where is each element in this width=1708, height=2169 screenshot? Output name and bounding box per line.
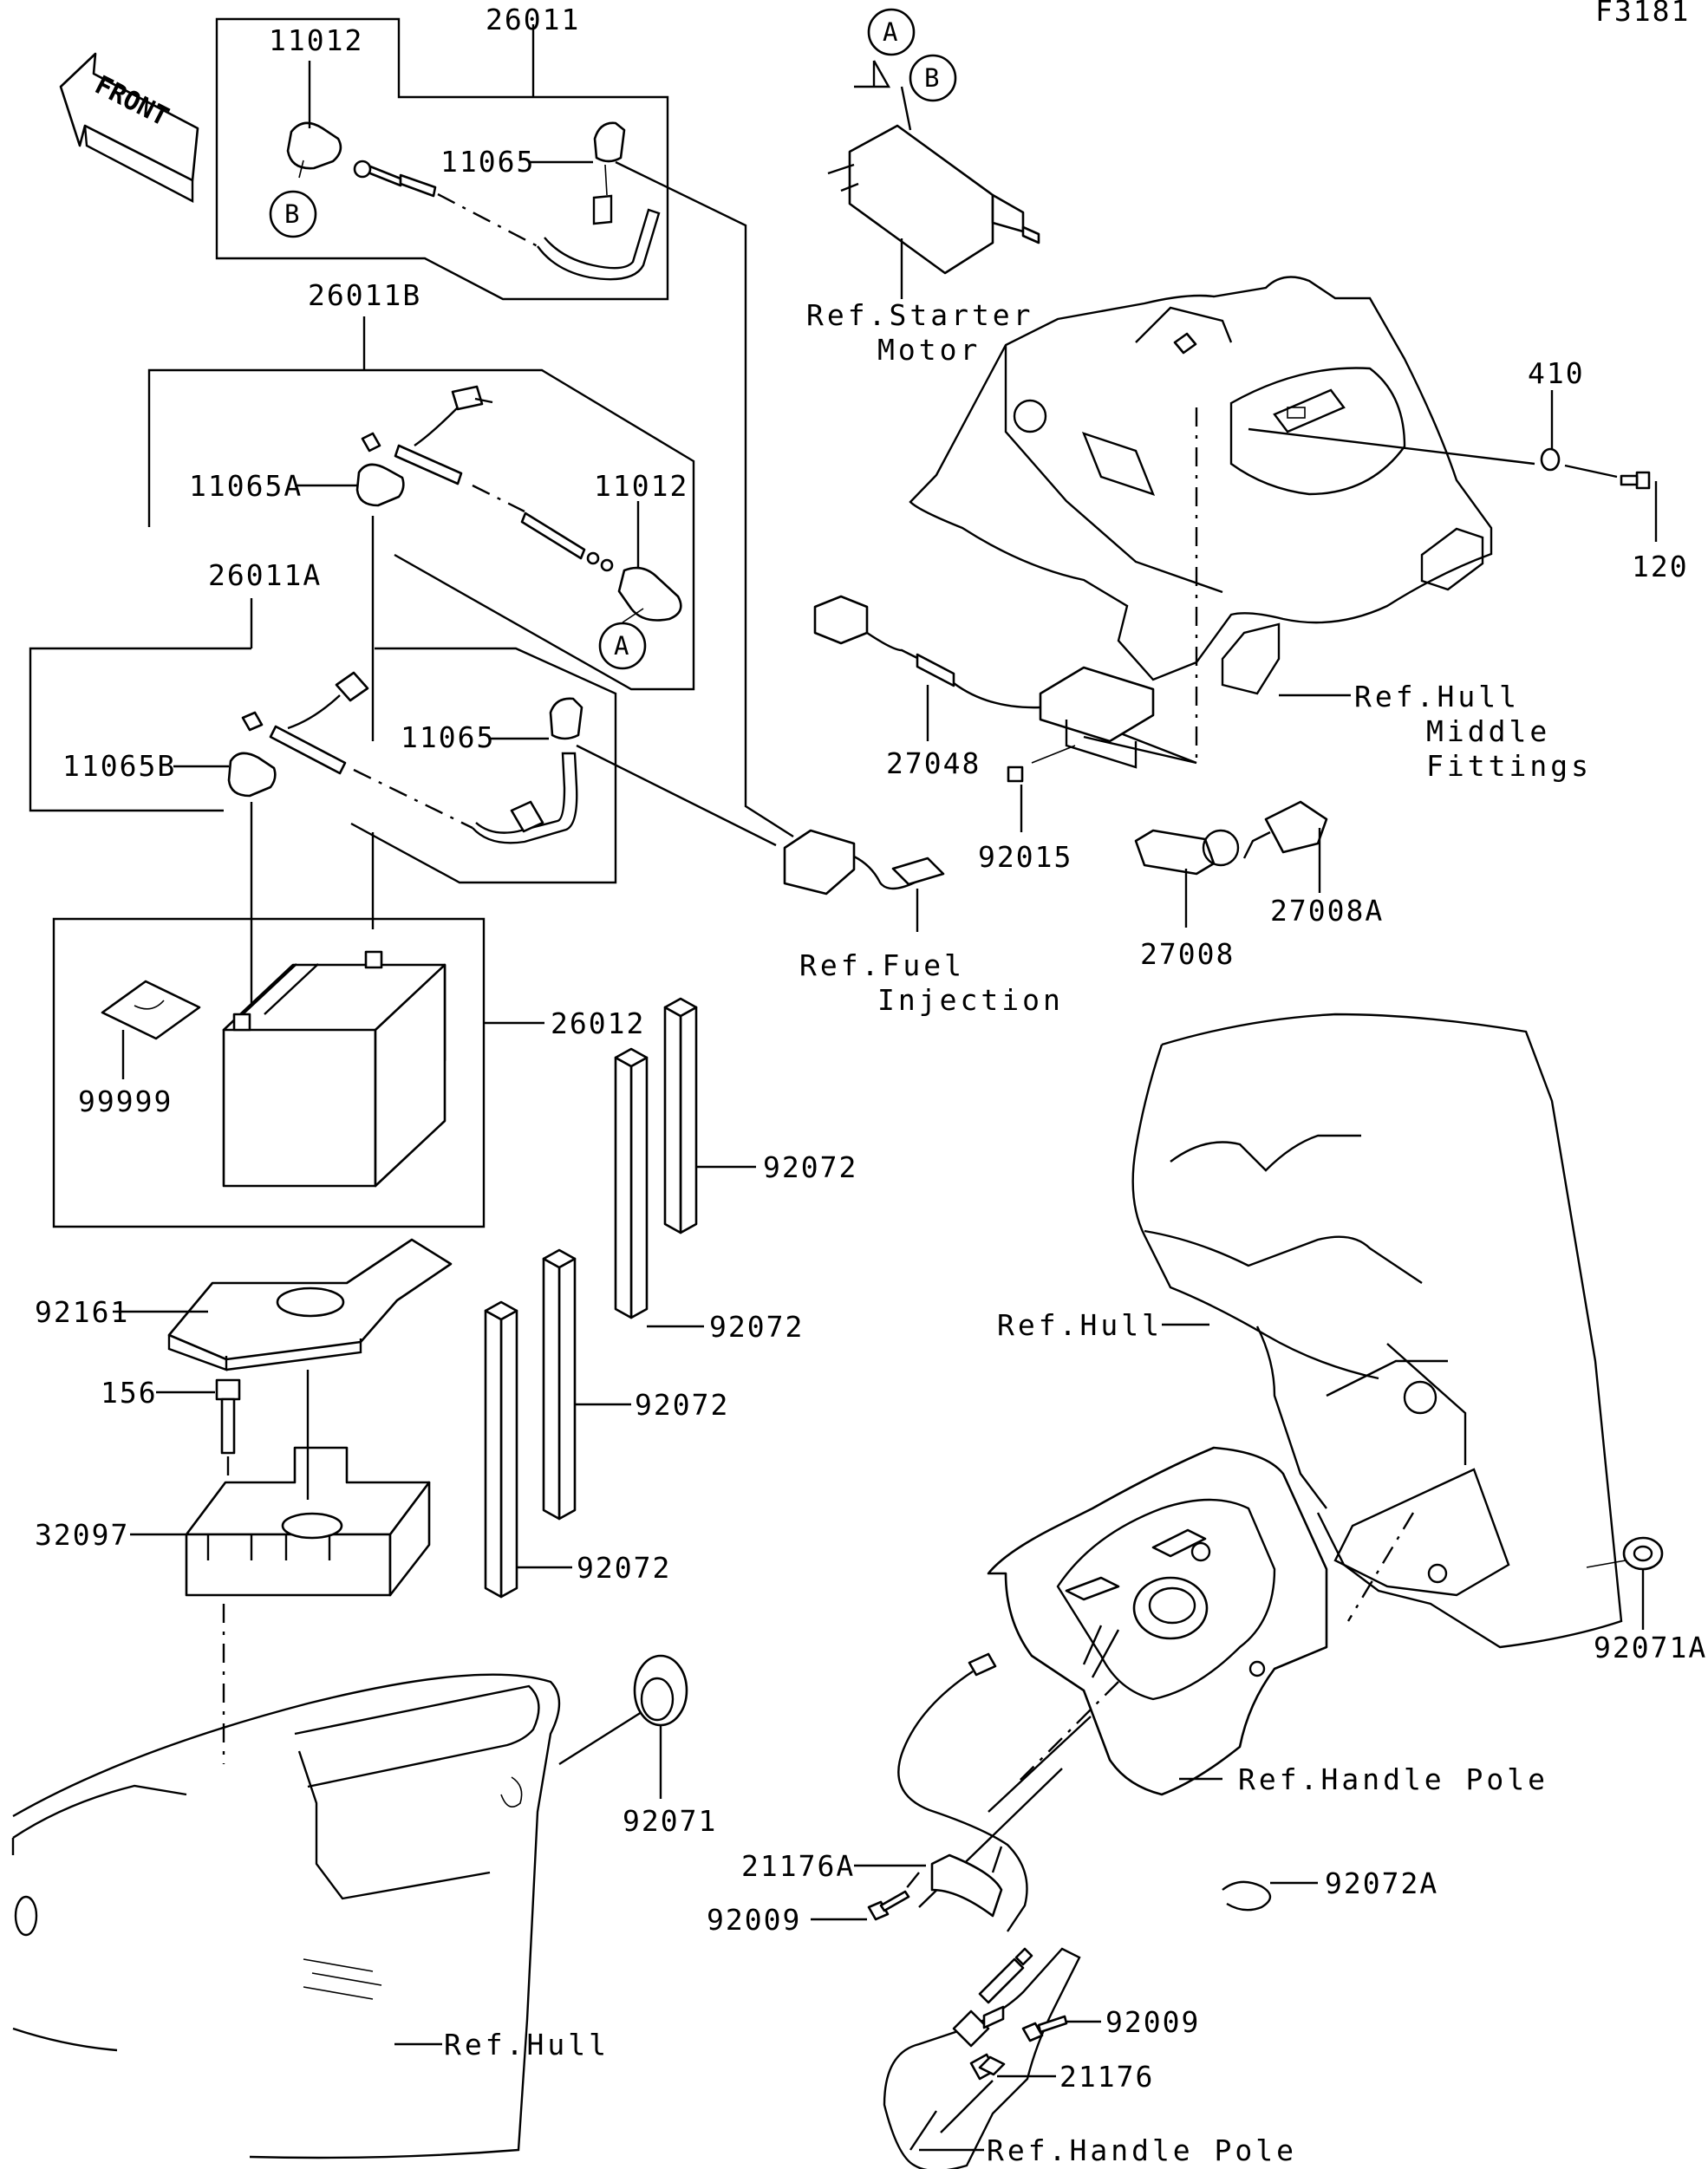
hull-right	[1131, 1013, 1623, 1649]
ref-hull-bottom: Ref.Hull	[444, 2028, 610, 2062]
bolt-156	[156, 1378, 241, 1508]
label-11065a: 11065A	[189, 469, 303, 503]
grommet-92071	[558, 1654, 688, 1799]
screw-92009-a	[811, 1890, 910, 1921]
label-27048: 27048	[886, 746, 981, 780]
strap-92072-b	[614, 1047, 649, 1319]
label-92009-b: 92009	[1105, 2005, 1200, 2039]
ref-hull-middle-3: Fittings	[1426, 749, 1592, 783]
label-92009-a: 92009	[707, 1903, 801, 1937]
label-92071: 92071	[623, 1804, 717, 1838]
label-99999: 99999	[78, 1084, 173, 1118]
ref-hull-middle-2: Middle	[1426, 714, 1550, 748]
key-27008	[1134, 829, 1240, 928]
strap-92072-a	[663, 997, 698, 1234]
battery-26012	[52, 917, 544, 1228]
cable-assembly-26011b	[147, 316, 695, 691]
ref-starter-motor-2: Motor	[877, 333, 981, 367]
grommet-92071A	[1586, 1536, 1664, 1630]
label-32097: 32097	[35, 1518, 129, 1552]
handle-pole-plate	[918, 1446, 1328, 1908]
key-27008A	[1242, 800, 1328, 893]
label-92072-d: 92072	[577, 1551, 671, 1585]
ref-hull-right: Ref.Hull	[997, 1308, 1163, 1342]
callout-b-left: B	[269, 190, 317, 238]
ref-hull-middle-1: Ref.Hull	[1354, 680, 1520, 713]
relay-fuel-injection	[783, 829, 945, 932]
label-21176a: 21176A	[741, 1849, 855, 1883]
washer-410	[1540, 390, 1561, 472]
handle-pole-bottom	[883, 1947, 1081, 2169]
ref-handle-pole-1: Ref.Handle Pole	[1238, 1762, 1548, 1796]
starter-motor	[827, 60, 1040, 299]
nut-92015	[1007, 745, 1076, 832]
label-26011b: 26011B	[308, 278, 421, 312]
hull-bottom-left	[11, 1673, 561, 2159]
label-92071a: 92071A	[1594, 1631, 1707, 1664]
label-26011: 26011	[486, 3, 580, 36]
label-11065-top: 11065	[440, 145, 535, 179]
label-92072-a: 92072	[763, 1150, 857, 1184]
label-26012: 26012	[551, 1006, 645, 1040]
callout-a-top: A	[867, 8, 916, 56]
label-92072-b: 92072	[709, 1310, 804, 1344]
clip-92072A	[1222, 1880, 1318, 1912]
label-410: 410	[1528, 356, 1585, 390]
label-92161: 92161	[35, 1295, 129, 1329]
label-11012-top: 11012	[269, 23, 363, 57]
label-26011a: 26011A	[208, 558, 322, 592]
diagram-code: F3181	[1595, 0, 1690, 28]
svg-text:A: A	[614, 631, 629, 661]
clip-21176	[978, 2055, 1056, 2078]
callout-b-top: B	[909, 54, 957, 102]
label-11065b: 11065B	[62, 749, 176, 783]
ref-starter-motor-1: Ref.Starter	[806, 298, 1034, 332]
label-27008a: 27008A	[1270, 894, 1384, 928]
front-arrow-icon: FRONT	[59, 52, 199, 203]
cable-assembly-26011a	[29, 516, 617, 1006]
label-27008: 27008	[1140, 937, 1235, 971]
strap-92072-c	[542, 1248, 577, 1521]
battery-case-32097	[130, 1370, 431, 1764]
harness-27048	[813, 595, 1197, 769]
label-156: 156	[101, 1376, 158, 1410]
callout-a-mid: A	[598, 622, 647, 670]
label-120: 120	[1632, 550, 1689, 583]
svg-text:B: B	[284, 199, 299, 229]
ref-fuel-injection-1: Ref.Fuel	[799, 948, 965, 982]
label-21176: 21176	[1059, 2060, 1154, 2094]
bolt-120	[1564, 464, 1658, 542]
svg-text:B: B	[924, 63, 939, 93]
ref-fuel-injection-2: Injection	[877, 983, 1064, 1017]
label-92015: 92015	[978, 840, 1072, 874]
hull-middle-fittings	[909, 276, 1535, 765]
svg-text:A: A	[883, 17, 897, 47]
label-92072a: 92072A	[1325, 1866, 1438, 1900]
label-11012-mid: 11012	[594, 469, 688, 503]
screw-92009-b	[1021, 2015, 1101, 2042]
battery-tray-92161	[113, 1238, 453, 1371]
label-92072-c: 92072	[635, 1388, 729, 1422]
sensor-cable-21176A	[854, 1652, 1028, 1932]
strap-92072-d	[484, 1300, 518, 1599]
label-11065-mid: 11065	[401, 720, 495, 754]
ref-handle-pole-2: Ref.Handle Pole	[987, 2133, 1297, 2167]
cable-assembly-26011	[215, 17, 669, 301]
